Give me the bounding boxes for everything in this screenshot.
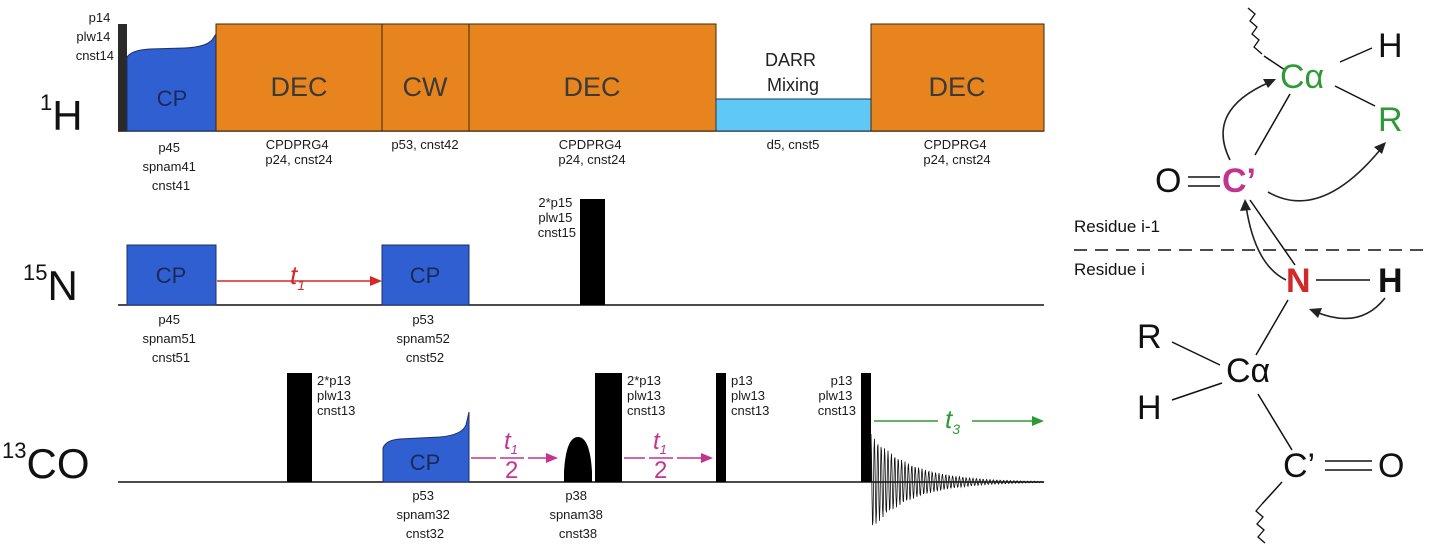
c-shaped-pulse bbox=[564, 437, 592, 482]
bond-cprime-n bbox=[1249, 199, 1296, 266]
c-90-pulse-2 bbox=[861, 373, 871, 482]
c-channel: 13CO 2*p13 plw13 cnst13 CP p53 spnam32 c… bbox=[2, 373, 1045, 541]
h-dec1-params: CPDPRG4 p24, cnst24 bbox=[265, 137, 332, 167]
n-180-pulse bbox=[580, 199, 605, 305]
wavy-bond-top bbox=[1247, 7, 1263, 55]
h-pulse-params: p14 plw14 cnst14 bbox=[76, 10, 114, 63]
h-channel: 1H p14 plw14 cnst14 CP p45 spnam41 cnst4… bbox=[40, 10, 1045, 193]
transfer-arrowhead-cprime bbox=[1240, 199, 1251, 211]
h-dec1-block bbox=[215, 23, 383, 132]
transfer-arrow-cprime-r bbox=[1267, 149, 1381, 202]
h-cw-block bbox=[381, 23, 470, 132]
n-channel: 15N CP p45 spnam51 cnst51 t1 CP p53 spna… bbox=[23, 195, 1044, 365]
bond-ca-cprime bbox=[1254, 93, 1291, 156]
c-pulse1-params: 2*p13 plw13 cnst13 bbox=[317, 373, 355, 418]
n-channel-label: 15N bbox=[23, 260, 78, 309]
c-pulse2-params: 2*p13 plw13 cnst13 bbox=[627, 373, 665, 418]
c-180-pulse-2 bbox=[595, 373, 622, 482]
n-cp1-label: CP bbox=[156, 263, 187, 288]
atom-h-n: H bbox=[1378, 262, 1403, 300]
bond-ca-h bbox=[1339, 47, 1373, 63]
h-dec3-params: CPDPRG4 p24, cnst24 bbox=[923, 137, 990, 167]
h-darr-params: d5, cnst5 bbox=[767, 137, 820, 152]
bond-ca-r bbox=[1334, 85, 1376, 107]
c-channel-label: 13CO bbox=[2, 438, 89, 487]
c-180-pulse-1 bbox=[287, 373, 312, 482]
c-half1-numerator: t1 bbox=[504, 428, 518, 457]
h-cw-params: p53, cnst42 bbox=[391, 137, 458, 152]
c-cp-params: p53 spnam32 cnst32 bbox=[396, 488, 453, 541]
n-cp2-block bbox=[381, 244, 470, 306]
molecule: Cα H R O C’ Residue i-1 Residue i N H R … bbox=[1074, 7, 1429, 544]
bond-h-ca bbox=[1171, 382, 1223, 401]
atom-ca-bottom: Cα bbox=[1226, 352, 1270, 390]
c-half2-numerator: t1 bbox=[653, 428, 667, 457]
c-t3-label: t3 bbox=[945, 404, 960, 437]
transfer-arrowhead-n bbox=[1309, 308, 1322, 318]
h-dec2-params: CPDPRG4 p24, cnst24 bbox=[558, 137, 625, 167]
n-cp2-label: CP bbox=[410, 263, 441, 288]
c-t3-gap bbox=[938, 406, 972, 432]
bond-n-ca bbox=[1255, 299, 1289, 356]
n-t1-label: t1 bbox=[290, 260, 305, 293]
bond-bottom-link bbox=[1261, 481, 1283, 505]
atom-h-bottom: H bbox=[1137, 389, 1162, 427]
fid-signal bbox=[870, 433, 1045, 526]
atom-cprime-top: C’ bbox=[1222, 162, 1256, 200]
atom-cprime-bottom: C’ bbox=[1283, 447, 1315, 485]
transfer-arrow-cprime-ca bbox=[1222, 81, 1271, 161]
n-cp1-block bbox=[126, 244, 217, 306]
h-darr-label: DARR Mixing bbox=[765, 50, 821, 95]
h-90-pulse bbox=[118, 24, 127, 131]
h-darr-block bbox=[715, 98, 872, 132]
n-cp1-params: p45 spnam51 cnst51 bbox=[142, 312, 199, 365]
c-cp-label: CP bbox=[410, 450, 441, 475]
transfer-arrow-h-n bbox=[1315, 297, 1386, 320]
c-t3-arrowhead bbox=[1032, 416, 1044, 426]
c-p90b-params: p13 plw13 cnst13 bbox=[818, 373, 856, 418]
h-cw-label: CW bbox=[403, 72, 448, 102]
bond-r-ca bbox=[1171, 341, 1221, 366]
atom-r-bottom: R bbox=[1137, 318, 1162, 356]
atom-n: N bbox=[1286, 262, 1311, 300]
c-cp-ramp bbox=[382, 411, 470, 483]
h-cp-ramp bbox=[126, 32, 217, 132]
h-dec3-block bbox=[870, 23, 1045, 132]
residue-prev-label: Residue i-1 bbox=[1074, 217, 1160, 236]
transfer-arrowhead-r bbox=[1374, 142, 1386, 154]
c-half2-arrowhead bbox=[701, 453, 713, 463]
c-half1-denominator: 2 bbox=[505, 457, 518, 484]
bond-top-link bbox=[1263, 55, 1286, 71]
c-90-pulse-1 bbox=[716, 373, 726, 482]
residue-cur-label: Residue i bbox=[1074, 260, 1145, 279]
transfer-arrowhead-ca bbox=[1263, 79, 1276, 88]
h-cp-params: p45 spnam41 cnst41 bbox=[142, 140, 199, 193]
h-cp-label: CP bbox=[157, 86, 188, 111]
n-cp2-params: p53 spnam52 cnst52 bbox=[396, 312, 453, 365]
c-half2-denominator: 2 bbox=[654, 457, 667, 484]
c-p90a-params: p13 plw13 cnst13 bbox=[731, 373, 769, 418]
atom-h-top: H bbox=[1378, 27, 1403, 65]
c-shaped-params: p38 spnam38 cnst38 bbox=[549, 488, 606, 541]
h-dec2-label: DEC bbox=[563, 72, 620, 102]
c-half1-arrowhead bbox=[546, 453, 558, 463]
bond-ca-cprime-bottom bbox=[1257, 393, 1293, 451]
atom-o-bottom: O bbox=[1378, 447, 1404, 485]
h-dec1-label: DEC bbox=[270, 72, 327, 102]
atom-r-top: R bbox=[1378, 101, 1403, 139]
transfer-arrow-n-cprime bbox=[1245, 205, 1287, 281]
h-dec2-block bbox=[468, 23, 717, 132]
n-pulse-params: 2*p15 plw15 cnst15 bbox=[538, 195, 576, 240]
atom-ca-top: Cα bbox=[1280, 58, 1324, 96]
atom-o-top: O bbox=[1155, 162, 1181, 200]
wavy-bond-bottom bbox=[1255, 503, 1266, 544]
n-t1-arrowhead bbox=[370, 276, 382, 286]
h-channel-label: 1H bbox=[40, 90, 83, 139]
h-dec3-label: DEC bbox=[928, 72, 985, 102]
